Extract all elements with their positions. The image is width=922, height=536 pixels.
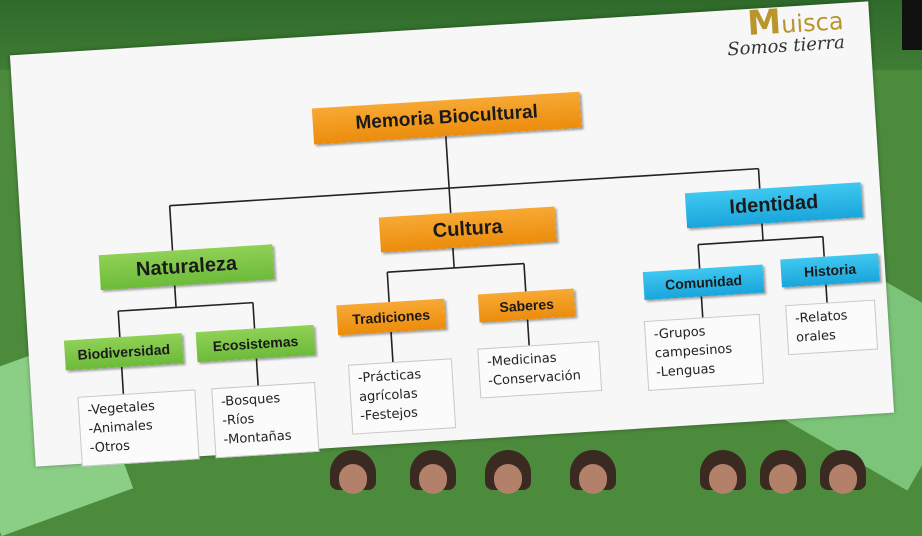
leaf-saberes: -Medicinas -Conservación xyxy=(477,340,603,399)
leaf-item: orales xyxy=(795,328,837,346)
group-photo-heads xyxy=(300,440,922,494)
leaf-item: -Montañas xyxy=(223,428,292,448)
person-head xyxy=(760,450,806,494)
background-corner xyxy=(902,0,922,50)
tree-connectors xyxy=(117,136,828,394)
leaf-historia: -Relatos orales xyxy=(785,299,879,356)
leaf-biodiversidad: -Vegetales -Animales -Otros xyxy=(77,389,200,467)
muisca-logo: Muisca Somos tierra xyxy=(725,2,846,60)
person-head xyxy=(820,450,866,494)
leaf-ecosistemas: -Bosques -Ríos -Montañas xyxy=(211,381,320,459)
leaf-item: -Festejos xyxy=(359,405,419,425)
leaf-tradiciones: -Prácticas agrícolas -Festejos xyxy=(348,358,457,435)
person-head xyxy=(570,450,616,494)
person-head xyxy=(330,450,376,494)
concept-map-card: Muisca Somos tierra Memoria Biocultural … xyxy=(9,1,895,467)
leaf-comunidad: -Grupos campesinos -Lenguas xyxy=(643,313,765,391)
person-head xyxy=(410,450,456,494)
person-head xyxy=(485,450,531,494)
person-head xyxy=(700,450,746,494)
